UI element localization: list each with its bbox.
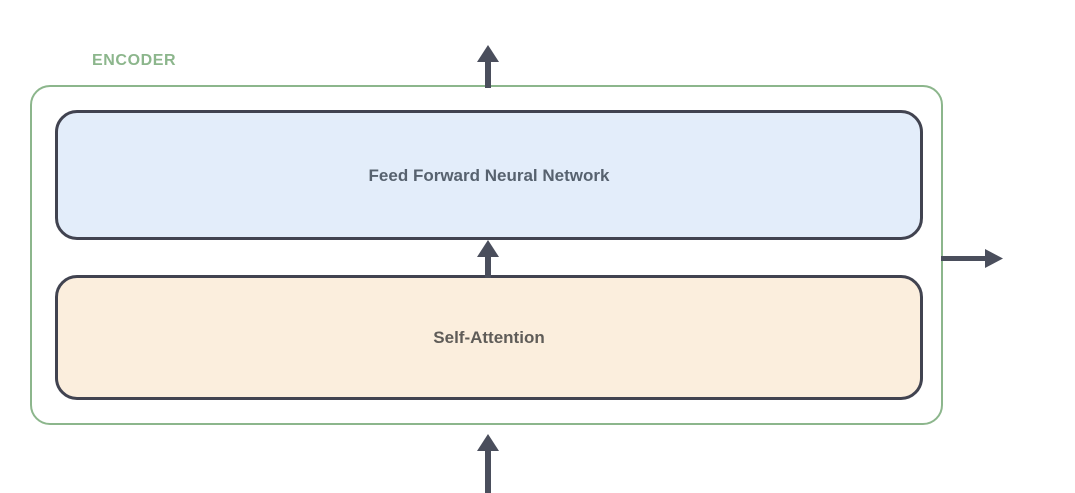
encoder-group-label: ENCODER bbox=[92, 52, 177, 69]
feed-forward-block-label: Feed Forward Neural Network bbox=[368, 165, 610, 185]
arrow-attention-to-ffn-icon bbox=[470, 240, 506, 278]
input-arrow-bottom-icon bbox=[470, 432, 506, 493]
output-arrow-top-icon bbox=[470, 44, 506, 88]
feed-forward-block[interactable]: Feed Forward Neural Network bbox=[55, 110, 923, 240]
self-attention-block[interactable]: Self-Attention bbox=[55, 275, 923, 400]
output-arrow-right-icon bbox=[941, 246, 1005, 272]
self-attention-block-label: Self-Attention bbox=[433, 328, 545, 347]
